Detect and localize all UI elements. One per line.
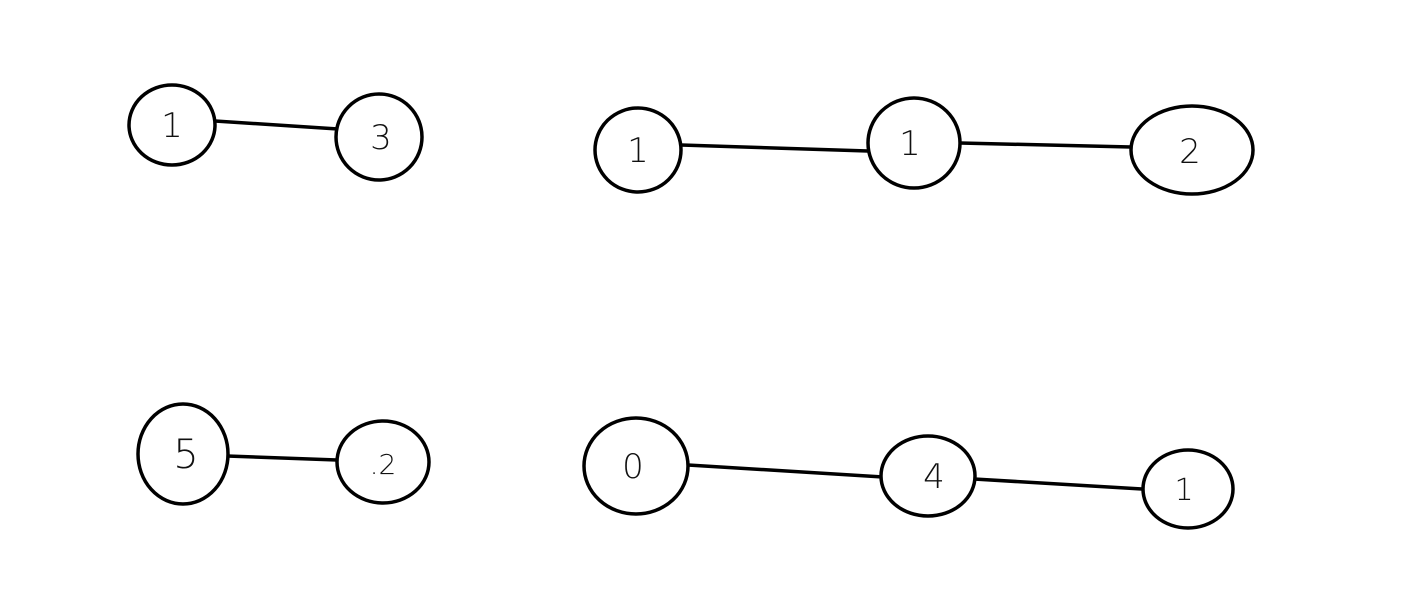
- node-circle: [136, 402, 230, 506]
- node-label: 2: [1179, 132, 1201, 172]
- edge: [213, 119, 340, 131]
- node-circle: [1129, 104, 1255, 196]
- graph-node: 0: [582, 416, 690, 516]
- node-circle: [334, 92, 424, 182]
- node-circle: [582, 416, 690, 516]
- graph-top-left: 1 3: [127, 83, 424, 182]
- graph-bottom-right: 0 4 1: [582, 416, 1235, 530]
- graph-node: 1: [593, 106, 683, 194]
- node-label: 1: [627, 131, 649, 171]
- node-label: 1: [161, 106, 183, 146]
- graph-node: 4: [879, 434, 977, 518]
- graph-bottom-left: 5 .2: [136, 402, 431, 506]
- graph-top-right: 1 1 2: [593, 96, 1255, 196]
- node-circle: [593, 106, 683, 194]
- graph-node: 5: [136, 402, 230, 506]
- graph-node: 1: [866, 96, 962, 190]
- node-circle: [866, 96, 962, 190]
- edge: [679, 143, 870, 153]
- edge: [972, 477, 1144, 491]
- graph-node: 2: [1129, 104, 1255, 196]
- node-label: 1: [1174, 473, 1193, 508]
- edge: [225, 454, 339, 462]
- node-label: 0: [622, 447, 644, 487]
- node-circle: [879, 434, 977, 518]
- node-label: 1: [899, 124, 921, 164]
- node-label: 5: [173, 432, 198, 478]
- node-label: .2: [370, 448, 397, 481]
- node-circle: [1141, 448, 1235, 530]
- node-label: 4: [923, 457, 945, 497]
- node-label: 3: [370, 118, 392, 158]
- edge: [686, 463, 885, 479]
- node-circle: [335, 419, 431, 505]
- edge: [958, 141, 1133, 149]
- graph-node: 1: [1141, 448, 1235, 530]
- graph-node: 1: [127, 83, 217, 167]
- graph-node: 3: [334, 92, 424, 182]
- node-circle: [127, 83, 217, 167]
- graph-node: .2: [335, 419, 431, 505]
